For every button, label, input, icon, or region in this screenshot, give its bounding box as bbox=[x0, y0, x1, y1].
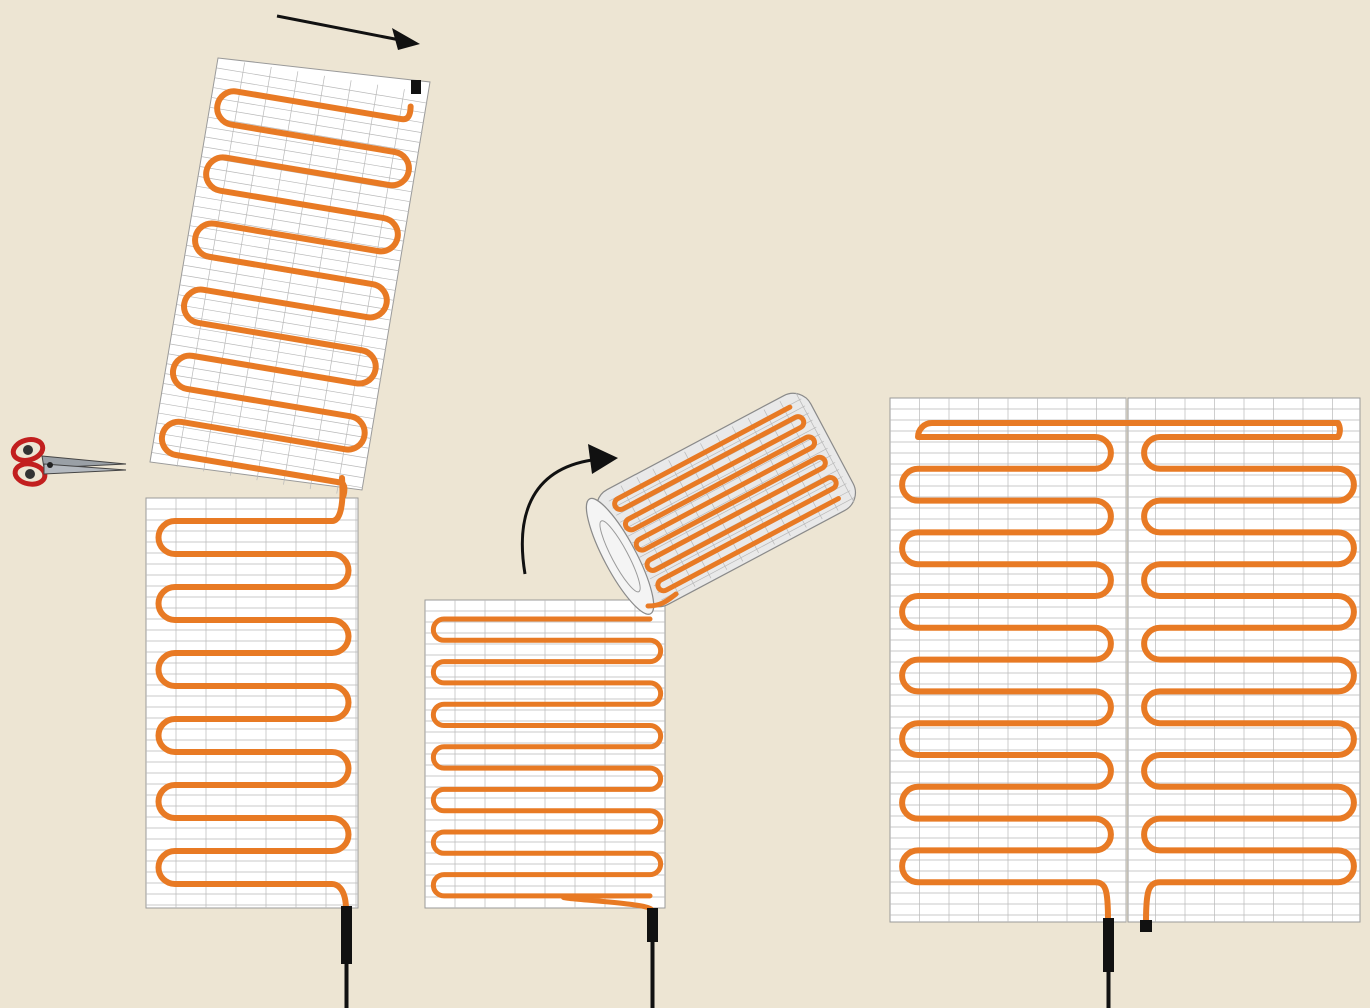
left-cold-lead-sleeve bbox=[341, 906, 352, 964]
right-mat-cable bbox=[899, 420, 1357, 925]
grid-line bbox=[199, 166, 411, 203]
middle-cold-lead-sleeve bbox=[647, 908, 658, 942]
grid-line bbox=[183, 264, 395, 301]
grid-line bbox=[627, 433, 821, 537]
grid-line bbox=[661, 497, 855, 601]
grid-line bbox=[208, 116, 420, 153]
left-mat-cable bbox=[155, 475, 352, 913]
grid-line bbox=[203, 66, 272, 472]
grid-line bbox=[176, 304, 388, 341]
right-cable-end-cap bbox=[1140, 920, 1152, 932]
grid-line bbox=[166, 363, 378, 400]
right-cold-lead-sleeve bbox=[1103, 918, 1114, 972]
direction-arrow-icon bbox=[276, 14, 420, 50]
grid-line bbox=[178, 294, 390, 331]
grid-line bbox=[309, 84, 379, 490]
middle-to-roll-cable bbox=[645, 591, 679, 609]
grid-line bbox=[155, 432, 367, 469]
left-mat bbox=[145, 475, 359, 1008]
grid-line bbox=[209, 106, 421, 143]
rolled-mat-end bbox=[585, 497, 655, 615]
grid-line bbox=[229, 71, 299, 476]
grid-line bbox=[211, 97, 423, 134]
grid-line bbox=[193, 205, 405, 242]
grid-line bbox=[194, 195, 407, 232]
grid-line bbox=[161, 392, 374, 430]
rotated-mat bbox=[149, 57, 431, 527]
grid-line bbox=[181, 274, 393, 311]
grid-line bbox=[160, 402, 372, 439]
grid-line bbox=[336, 89, 405, 494]
grid-line bbox=[171, 333, 383, 370]
grid-line bbox=[156, 422, 369, 459]
grid-line bbox=[638, 455, 832, 558]
grid-line bbox=[165, 373, 377, 410]
grid-line bbox=[283, 80, 352, 485]
curved-arrow-icon bbox=[520, 444, 618, 575]
grid-line bbox=[634, 447, 828, 551]
middle-mat-cable bbox=[430, 616, 664, 913]
grid-line bbox=[153, 442, 365, 479]
grid-line bbox=[191, 215, 403, 252]
grid-line bbox=[158, 412, 370, 449]
rotated-mat-cable bbox=[158, 88, 414, 527]
grid-line bbox=[176, 62, 245, 467]
grid-line bbox=[256, 75, 325, 481]
grid-line bbox=[188, 235, 400, 272]
grid-line bbox=[612, 405, 806, 509]
rolled-mat bbox=[585, 392, 857, 615]
grid-line bbox=[206, 126, 418, 163]
grid-line bbox=[623, 426, 817, 530]
grid-line bbox=[198, 176, 410, 213]
grid-line bbox=[203, 146, 415, 183]
right-mat bbox=[889, 397, 1361, 1008]
grid-line bbox=[186, 245, 398, 282]
grid-line bbox=[204, 136, 416, 173]
grid-line bbox=[175, 314, 387, 351]
grid-line bbox=[795, 392, 855, 503]
cable-end-cap bbox=[411, 80, 421, 94]
grid-line bbox=[189, 225, 402, 262]
grid-line bbox=[170, 343, 382, 380]
grid-line bbox=[649, 476, 843, 580]
scissors-icon bbox=[10, 437, 127, 487]
middle-mat bbox=[424, 599, 666, 1008]
grid-line bbox=[216, 67, 428, 104]
rotated-mat-grid bbox=[151, 62, 428, 494]
grid-line bbox=[214, 77, 426, 114]
left-mat-mesh bbox=[145, 497, 359, 909]
rolled-mat-cable bbox=[612, 404, 841, 594]
grid-line bbox=[173, 323, 385, 360]
